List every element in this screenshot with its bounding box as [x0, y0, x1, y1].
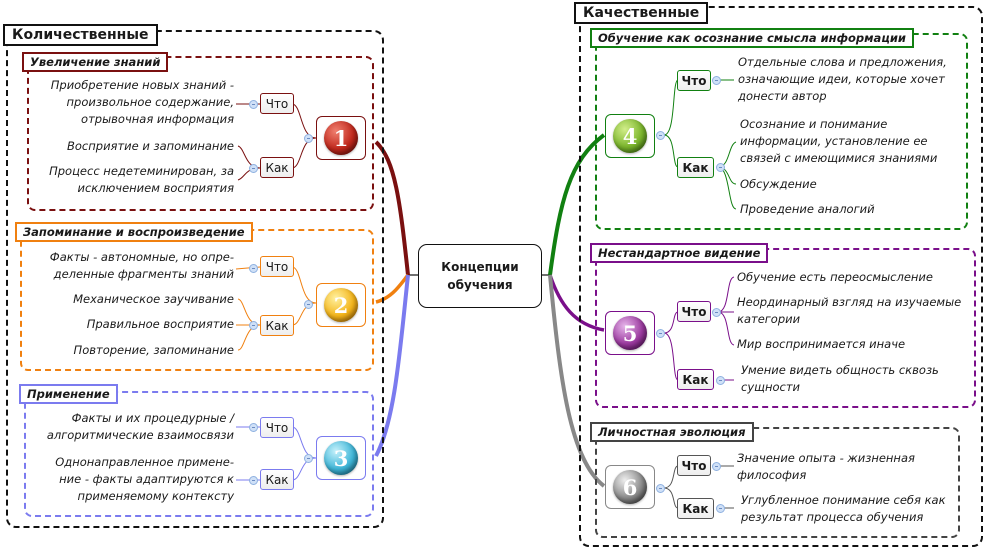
- group-qualitative-frame: [579, 6, 983, 547]
- branch-6-how-item: Углубленное понимание себя как результат…: [741, 493, 946, 524]
- branch-5-how-item: Умение видеть общность сквозь сущности: [741, 363, 939, 394]
- collapse-toggle[interactable]: [716, 163, 725, 172]
- branch-4-how[interactable]: Как: [677, 157, 714, 178]
- central-topic[interactable]: Концепции обучения: [418, 244, 542, 308]
- group-quantitative-label: Количественные: [3, 24, 158, 46]
- branch-4-how-item: Проведение аналогий: [740, 202, 875, 216]
- branch-5-what-item: Мир воспринимается иначе: [737, 337, 906, 351]
- branch-6-frame: [595, 427, 960, 538]
- branch-2-what[interactable]: Что: [260, 256, 294, 277]
- collapse-toggle[interactable]: [712, 462, 721, 471]
- branch-5-what-item: Неординарный взгляд на изучаемые категор…: [737, 295, 962, 326]
- number-5-icon: 5: [613, 316, 647, 350]
- branch-3-what[interactable]: Что: [260, 417, 294, 438]
- branch-1-how-item: Восприятие и запоминание: [67, 139, 234, 153]
- branch-1-node[interactable]: 1: [316, 116, 366, 160]
- number-4-icon: 4: [613, 119, 647, 153]
- branch-6-what[interactable]: Что: [677, 455, 711, 476]
- branch-6-how[interactable]: Как: [677, 498, 714, 519]
- branch-connector-4: [548, 133, 606, 276]
- collapse-toggle[interactable]: [249, 423, 258, 432]
- branch-2-what-item: Факты - автономные, но опре-деленные фра…: [49, 250, 234, 281]
- branch-5-title: Нестандартное видение: [590, 243, 769, 263]
- branch-4-what[interactable]: Что: [677, 70, 711, 91]
- branch-3-how-item: Однонаправленное примене-ние - факты ада…: [55, 455, 234, 503]
- branch-4-how-item: Обсуждение: [740, 177, 817, 191]
- branch-2-how-item: Механическое заучивание: [73, 292, 234, 306]
- collapse-toggle[interactable]: [712, 76, 721, 85]
- branch-5-what-item: Обучение есть переосмысление: [737, 270, 933, 284]
- branch-2-how[interactable]: Как: [260, 315, 294, 336]
- branch-5-how[interactable]: Как: [677, 369, 714, 390]
- group-qualitative-label: Качественные: [574, 2, 709, 24]
- branch-2-how-item: Повторение, запоминание: [73, 343, 234, 357]
- branch-1-frame: [27, 56, 374, 211]
- number-1-icon: 1: [324, 121, 358, 155]
- branch-6-what-item: Значение опыта - жизненная философия: [737, 451, 915, 482]
- branch-1-how-item: Процесс недетеминирован, за исключением …: [49, 164, 234, 195]
- collapse-toggle[interactable]: [304, 300, 313, 309]
- collapse-toggle[interactable]: [249, 100, 258, 109]
- collapse-toggle[interactable]: [716, 504, 725, 513]
- collapse-toggle[interactable]: [656, 484, 665, 493]
- central-topic-line1: Концепции: [441, 260, 519, 274]
- group-quantitative-frame: [6, 30, 384, 528]
- branch-2-title: Запоминание и воспроизведение: [15, 222, 253, 242]
- branch-1-how[interactable]: Как: [260, 157, 294, 178]
- branch-3-what-item: Факты и их процедурные / алгоритмические…: [46, 411, 234, 442]
- branch-4-node[interactable]: 4: [605, 114, 655, 158]
- branch-4-title: Обучение как осознание смысла информации: [590, 28, 914, 48]
- collapse-toggle[interactable]: [249, 164, 258, 173]
- collapse-toggle[interactable]: [304, 134, 313, 143]
- branch-1-title: Увеличение знаний: [22, 52, 169, 72]
- branch-2-node[interactable]: 2: [316, 283, 366, 327]
- collapse-toggle[interactable]: [712, 308, 721, 317]
- number-3-icon: 3: [324, 441, 358, 475]
- branch-5-frame: [595, 248, 976, 408]
- branch-3-how[interactable]: Как: [260, 469, 294, 490]
- collapse-toggle[interactable]: [656, 329, 665, 338]
- branch-2-how-item: Правильное восприятие: [86, 317, 234, 331]
- collapse-toggle[interactable]: [716, 376, 725, 385]
- collapse-toggle[interactable]: [249, 476, 258, 485]
- number-2-icon: 2: [324, 288, 358, 322]
- branch-4-what-item: Отдельные слова и предложения, означающи…: [738, 55, 947, 103]
- number-6-icon: 6: [613, 470, 647, 504]
- collapse-toggle[interactable]: [656, 131, 665, 140]
- branch-3-title: Применение: [19, 384, 118, 404]
- branch-3-node[interactable]: 3: [316, 436, 366, 480]
- branch-6-title: Личностная эволюция: [590, 422, 754, 442]
- branch-4-how-item: Осознание и понимание информации, устано…: [740, 117, 938, 165]
- branch-5-what[interactable]: Что: [677, 301, 711, 322]
- collapse-toggle[interactable]: [249, 264, 258, 273]
- branch-1-what[interactable]: Что: [260, 93, 294, 114]
- branch-connector-1: [374, 140, 410, 276]
- branch-6-node[interactable]: 6: [605, 465, 655, 509]
- branch-3-frame: [24, 391, 374, 517]
- branch-1-what-item: Приобретение новых знаний - произвольное…: [50, 78, 234, 126]
- branch-connector-6: [548, 274, 606, 488]
- collapse-toggle[interactable]: [304, 454, 313, 463]
- branch-5-node[interactable]: 5: [605, 311, 655, 355]
- central-topic-line2: обучения: [447, 278, 513, 292]
- collapse-toggle[interactable]: [249, 321, 258, 330]
